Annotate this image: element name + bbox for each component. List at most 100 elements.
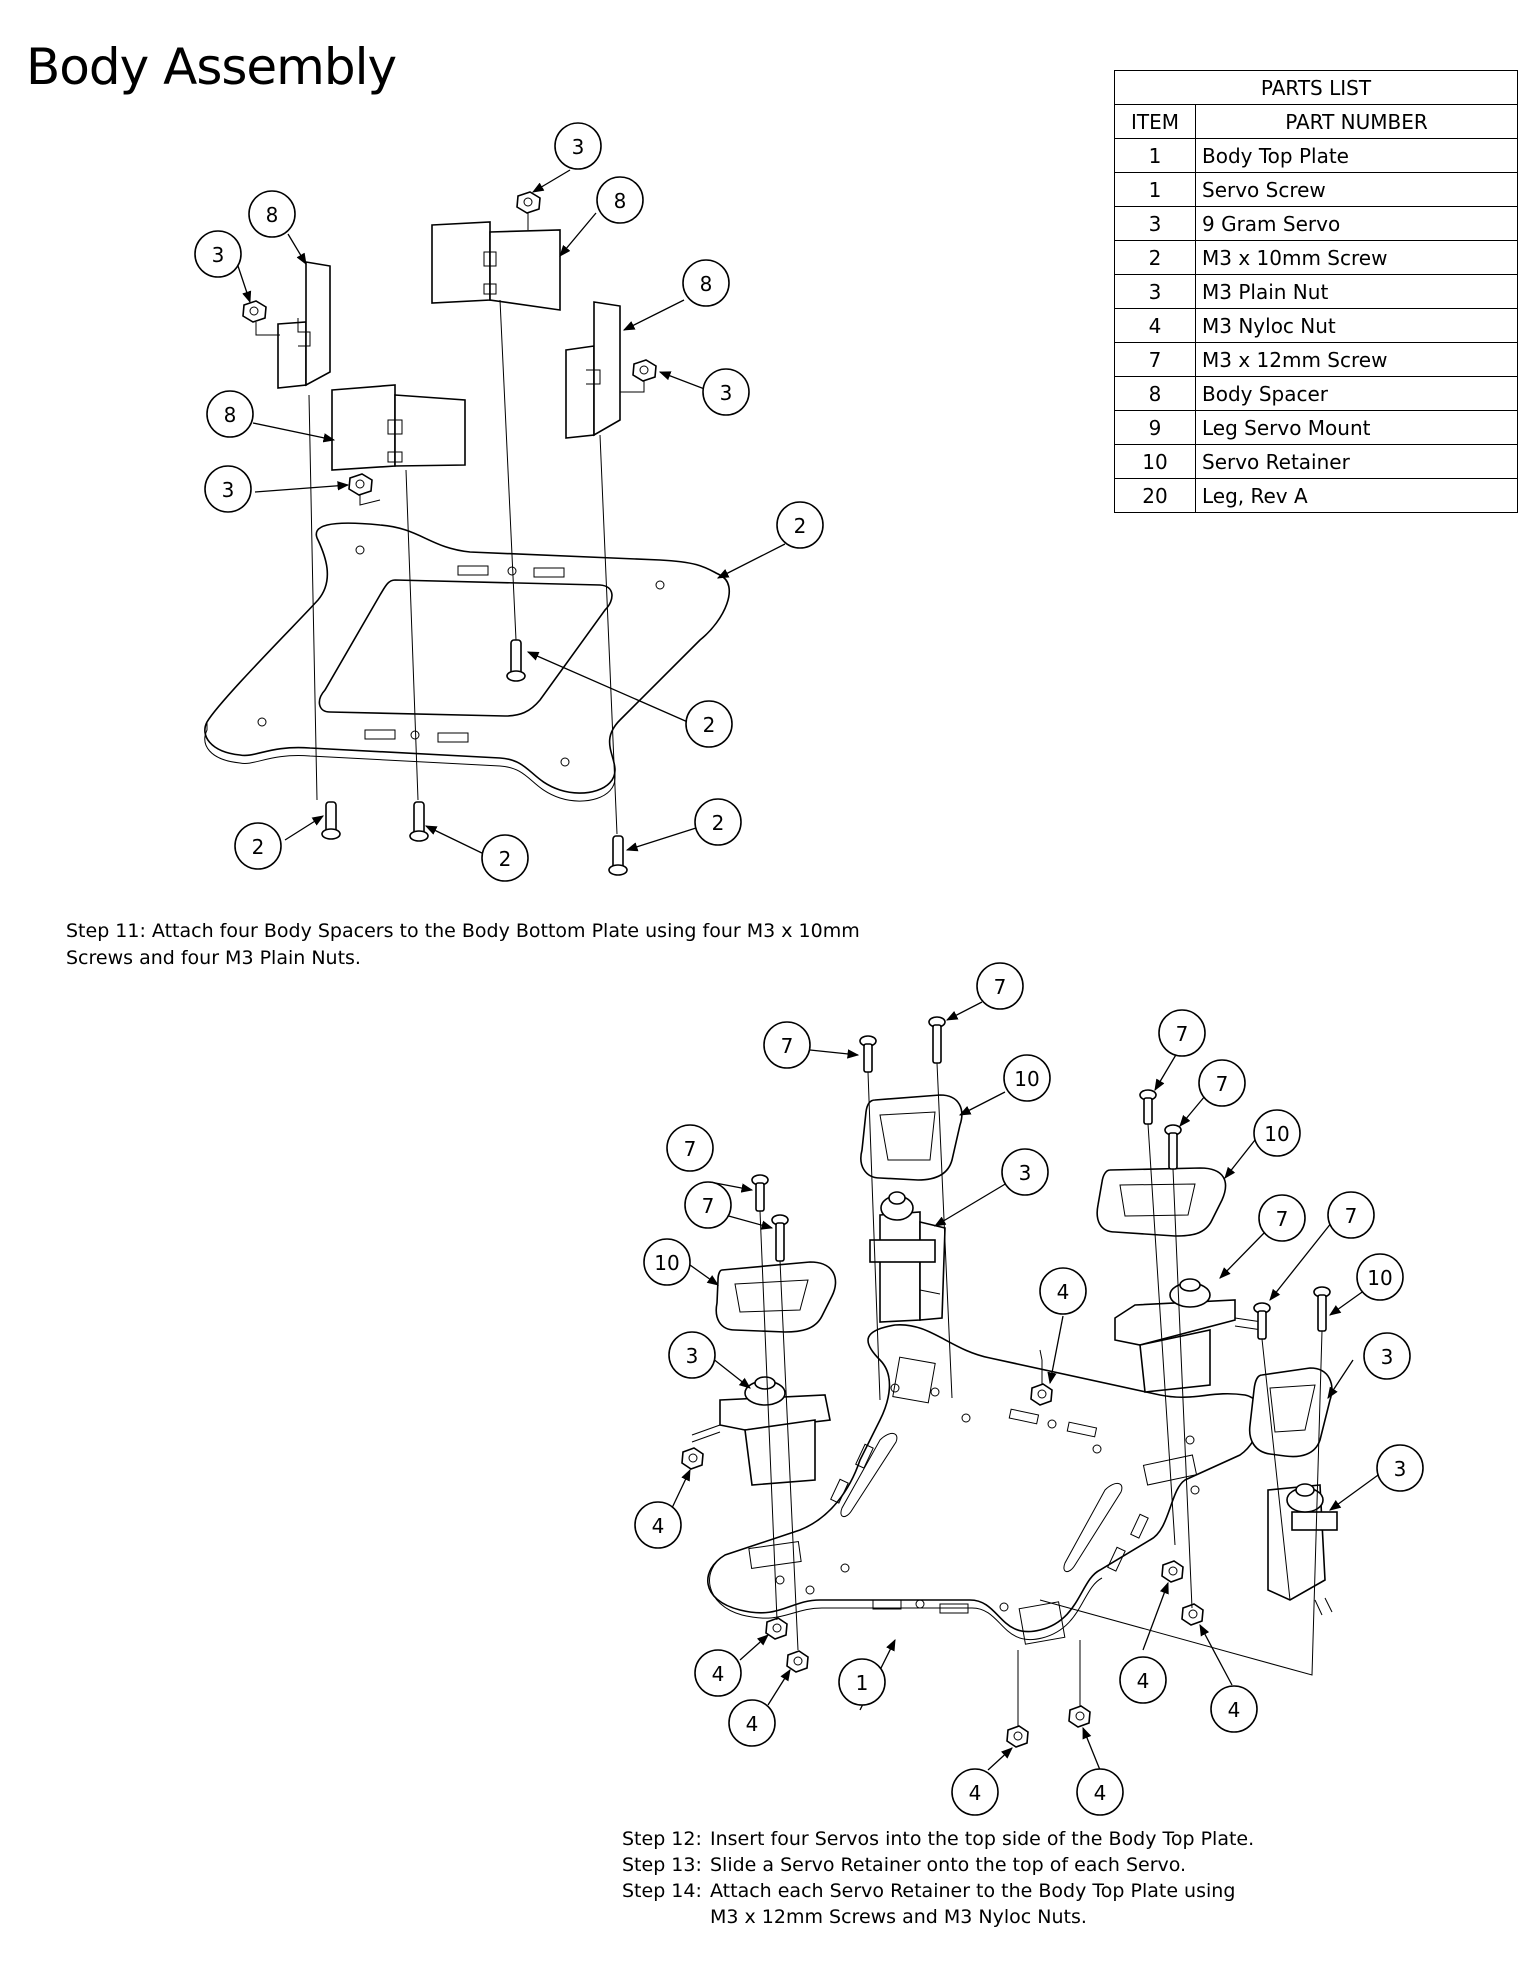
step-row: Step 13:Slide a Servo Retainer onto the …	[622, 1852, 1254, 1878]
step12-balloon-7: 7	[976, 962, 1024, 1010]
balloon-number: 10	[1264, 1122, 1289, 1146]
servo	[869, 1191, 946, 1323]
balloon-number: 3	[1019, 1161, 1032, 1185]
balloon-circle	[776, 501, 824, 549]
servo	[1267, 1483, 1338, 1616]
step-label: Step 14:	[622, 1880, 702, 1902]
step11-balloon-3: 3	[204, 465, 252, 513]
row-part: Leg, Rev A	[1195, 478, 1518, 513]
balloon-number: 7	[994, 975, 1007, 999]
screw-icon	[1164, 1124, 1182, 1170]
step12-balloon-3: 3	[1363, 1332, 1411, 1380]
balloon-number: 10	[1367, 1266, 1392, 1290]
step-label: Step 12:	[622, 1828, 702, 1850]
balloon-circle	[643, 1238, 691, 1286]
step12-balloon-3: 3	[668, 1331, 716, 1379]
screw-icon	[771, 1214, 789, 1262]
balloon-number: 4	[746, 1712, 759, 1736]
row-part: Body Spacer	[1195, 376, 1518, 411]
row-part: M3 Nyloc Nut	[1195, 308, 1518, 343]
balloon-number: 4	[1137, 1669, 1150, 1693]
step11-balloon-2: 2	[234, 822, 282, 870]
balloon-circle	[684, 1181, 732, 1229]
nut-icon	[242, 300, 267, 323]
step11-balloon-8: 8	[206, 390, 254, 438]
row-item: 7	[1114, 342, 1196, 377]
balloon-number: 2	[712, 811, 725, 835]
screw-icon	[321, 801, 341, 840]
screw-icon	[608, 835, 628, 876]
step11-balloon-8: 8	[248, 190, 296, 238]
row-part: Servo Screw	[1195, 172, 1518, 207]
servo	[691, 1376, 831, 1486]
balloon-number: 8	[224, 403, 237, 427]
balloon-number: 3	[572, 135, 585, 159]
balloon-circle	[838, 1658, 886, 1706]
servo-retainer	[1096, 1167, 1227, 1237]
screw-icon	[1139, 1089, 1157, 1125]
nut-icon	[1030, 1383, 1053, 1406]
balloon-circle	[194, 230, 242, 278]
step-11-line-2: Screws and four M3 Plain Nuts.	[66, 947, 361, 969]
step12-balloon-4: 4	[1210, 1685, 1258, 1733]
row-part: M3 x 10mm Screw	[1195, 240, 1518, 275]
balloon-number: 2	[499, 847, 512, 871]
balloon-circle	[728, 1699, 776, 1747]
step-row: Step 14:Attach each Servo Retainer to th…	[622, 1878, 1254, 1904]
nut-icon	[1068, 1705, 1091, 1728]
step11-balloon-2: 2	[481, 834, 529, 882]
nut-icon	[1181, 1603, 1204, 1626]
body-spacer-back	[431, 221, 561, 311]
balloon-circle	[682, 259, 730, 307]
step11-balloon-8: 8	[596, 176, 644, 224]
step-11-text: Step 11: Attach four Body Spacers to the…	[66, 918, 860, 972]
balloon-number: 3	[1394, 1457, 1407, 1481]
balloon-circle	[951, 1768, 999, 1816]
balloon-circle	[685, 700, 733, 748]
screw-icon	[1313, 1286, 1331, 1332]
balloon-number: 4	[652, 1514, 665, 1538]
balloon-number: 7	[1216, 1072, 1229, 1096]
screw-icon	[859, 1035, 877, 1073]
balloon-number: 4	[712, 1662, 725, 1686]
balloon-circle	[554, 122, 602, 170]
balloon-circle	[1039, 1267, 1087, 1315]
balloon-circle	[1376, 1444, 1424, 1492]
balloon-circle	[206, 390, 254, 438]
balloon-number: 2	[703, 713, 716, 737]
page-title: Body Assembly	[26, 38, 397, 96]
servo-retainer	[1248, 1367, 1333, 1458]
balloon-circle	[666, 1124, 714, 1172]
row-item: 20	[1114, 478, 1196, 513]
screw-icon	[409, 801, 429, 842]
balloon-circle	[1119, 1656, 1167, 1704]
balloon-circle	[694, 1649, 742, 1697]
balloon-number: 4	[1094, 1781, 1107, 1805]
step11-balloon-2: 2	[776, 501, 824, 549]
step12-balloon-10: 10	[1003, 1054, 1051, 1102]
servo-retainer	[715, 1261, 837, 1333]
body-spacer-left	[277, 261, 331, 389]
screw-icon	[928, 1016, 946, 1064]
step-11-line-1: Step 11: Attach four Body Spacers to the…	[66, 920, 860, 942]
screw-icon	[751, 1174, 769, 1212]
balloon-circle	[1356, 1253, 1404, 1301]
step12-balloon-7: 7	[666, 1124, 714, 1172]
balloon-circle	[668, 1331, 716, 1379]
balloon-circle	[1253, 1109, 1301, 1157]
step-row: Step 12:Insert four Servos into the top …	[622, 1826, 1254, 1852]
balloon-number: 4	[1057, 1280, 1070, 1304]
balloon-number: 10	[1014, 1067, 1039, 1091]
balloon-circle	[1210, 1685, 1258, 1733]
balloon-number: 3	[686, 1344, 699, 1368]
balloon-circle	[694, 798, 742, 846]
step12-balloon-4: 4	[1076, 1768, 1124, 1816]
balloon-number: 7	[1345, 1204, 1358, 1228]
step11-balloon-8: 8	[682, 259, 730, 307]
row-part: 9 Gram Servo	[1195, 206, 1518, 241]
step12-balloon-7: 7	[1198, 1059, 1246, 1107]
